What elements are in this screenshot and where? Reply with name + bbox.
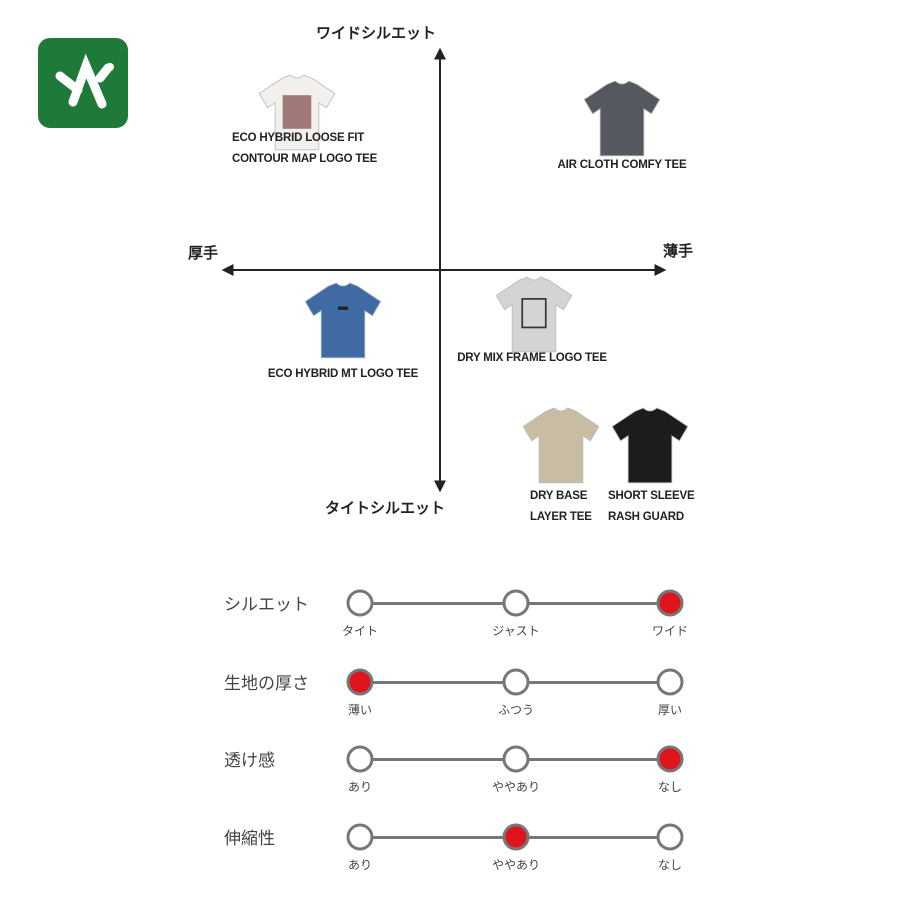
axis-label-thick: 厚手 xyxy=(187,244,219,262)
scale-option-label: ワイド xyxy=(651,624,689,638)
axis-label-wide: ワイドシルエット xyxy=(315,24,437,42)
product-label: DRY MIX FRAME LOGO TEE xyxy=(457,352,607,364)
scale-option-label: タイト xyxy=(341,624,379,638)
scale-option-dot xyxy=(502,668,530,696)
scale-option-dot xyxy=(656,589,684,617)
scale-option-label: ジャスト xyxy=(492,624,540,638)
scale-label: シルエット xyxy=(224,595,309,615)
tshirt-image xyxy=(608,403,692,487)
logo-mark-icon xyxy=(55,53,114,109)
scale-option-dot xyxy=(346,823,374,851)
scale-label: 透け感 xyxy=(224,751,275,771)
scale-option-label: ややあり xyxy=(491,858,541,872)
tshirt-image xyxy=(519,403,603,487)
scale-label: 伸縮性 xyxy=(224,829,275,849)
scale-option-label: あり xyxy=(347,858,373,872)
scale-option-dot xyxy=(502,823,530,851)
product-label: ECO HYBRID MT LOGO TEE xyxy=(267,368,419,380)
scale-option-dot xyxy=(346,589,374,617)
scale-option-label: 薄い xyxy=(347,703,373,717)
scale-option-dot xyxy=(656,668,684,696)
scale-option-label: 厚い xyxy=(657,703,683,717)
scale-option-dot xyxy=(346,745,374,773)
axis-label-thin: 薄手 xyxy=(662,242,694,260)
tshirt-image xyxy=(255,70,339,154)
scale-option-dot xyxy=(502,589,530,617)
scale-option-dot xyxy=(656,745,684,773)
scale-label: 生地の厚さ xyxy=(224,674,309,694)
brand-logo xyxy=(38,38,128,128)
tshirt-image xyxy=(580,76,664,160)
scale-option-label: なし xyxy=(657,858,683,872)
tshirt-image xyxy=(301,278,385,362)
axis-label-tight: タイトシルエット xyxy=(324,499,446,517)
scale-option-dot xyxy=(502,745,530,773)
product-label: AIR CLOTH COMFY TEE xyxy=(557,159,687,171)
scale-option-dot xyxy=(346,668,374,696)
scale-option-label: なし xyxy=(657,780,683,794)
scale-option-dot xyxy=(656,823,684,851)
tshirt-image xyxy=(492,272,576,356)
scale-option-label: あり xyxy=(347,780,373,794)
scale-option-label: ふつう xyxy=(497,703,535,717)
scale-option-label: ややあり xyxy=(491,780,541,794)
